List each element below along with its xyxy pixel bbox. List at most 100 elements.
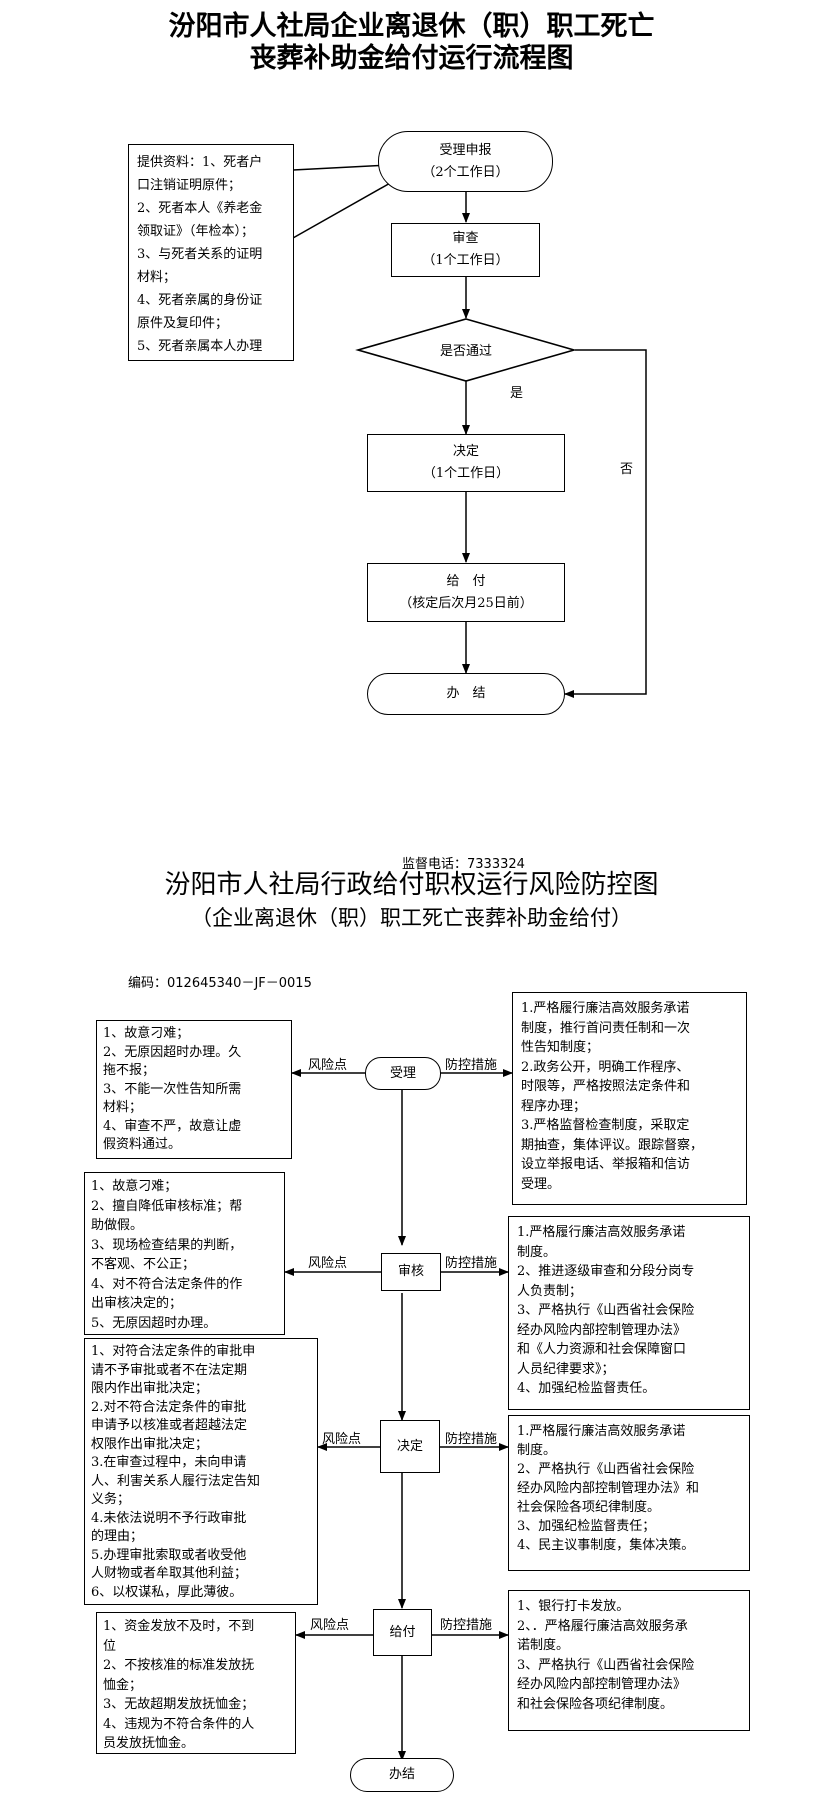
flow1-step-review: 审查 （1个工作日） — [391, 223, 540, 277]
measure-line: 和社会保险各项纪律制度。 — [517, 1696, 674, 1712]
risk-line: 3、不能一次性告知所需 — [103, 1081, 242, 1097]
stage2-node: 审核 — [381, 1253, 441, 1291]
measure-line: 时限等，严格按照法定条件和 — [521, 1079, 691, 1094]
stage1-measures: 1.严格履行廉洁高效服务承诺 制度，推行首问责任制和一次 性告知制度； 2.政务… — [512, 992, 747, 1205]
measure-line: 设立举报电话、举报箱和信访 — [521, 1157, 691, 1172]
measure-line: 程序办理； — [521, 1098, 587, 1114]
yes-label: 是 — [510, 386, 524, 401]
step-name: 受理申报 — [439, 142, 492, 158]
measure-line: 1、银行打卡发放。 — [517, 1599, 630, 1614]
stage-name: 给付 — [389, 1624, 416, 1640]
decision-diamond — [355, 318, 577, 382]
decision-label: 是否通过 — [439, 344, 492, 359]
risk-line: 材料； — [103, 1100, 143, 1115]
measure-line: 1.严格履行廉洁高效服务承诺 — [521, 1001, 690, 1016]
risk-line: 4、违规为不符合条件的人 — [103, 1716, 255, 1732]
measure-line: 人员纪律要求》； — [517, 1361, 615, 1377]
stage-name: 受理 — [389, 1065, 416, 1081]
material-line: 2、死者本人《养老金 — [137, 201, 263, 216]
measure-line: 制度。 — [517, 1244, 557, 1260]
measure-line: 4、民主议事制度，集体决策。 — [517, 1538, 695, 1553]
measure-label: 防控措施 — [445, 1058, 498, 1073]
measure-label: 防控措施 — [445, 1256, 498, 1271]
flow1-end: 办 结 — [367, 673, 565, 715]
risk-line: 助做假。 — [91, 1218, 144, 1233]
flow1-step-pay: 给 付 （核定后次月25日前） — [367, 563, 565, 622]
risk-line: 6、以权谋私，厚此薄彼。 — [91, 1584, 243, 1600]
risk-line: 4、对不符合法定条件的作 — [91, 1276, 243, 1292]
material-line: 4、死者亲属的身份证 — [137, 293, 263, 308]
material-line: 材料； — [137, 270, 177, 285]
risk-line: 人、利害关系人履行法定告知 — [91, 1473, 261, 1489]
measure-line: 3.严格监督检查制度，采取定 — [521, 1118, 690, 1133]
risk-line: 5.办理审批索取或者收受他 — [91, 1547, 247, 1563]
risk-line: 2、无原因超时办理。久 — [103, 1044, 242, 1060]
measure-line: 3、严格执行《山西省社会保险 — [517, 1303, 695, 1318]
measure-line: 3、加强纪检监督责任； — [517, 1519, 656, 1534]
measure-line: 1.严格履行廉洁高效服务承诺 — [517, 1424, 686, 1439]
stage3-risks: 1、对符合法定条件的审批申 请不予审批或者不在法定期 限内作出审批决定； 2.对… — [84, 1338, 318, 1605]
risk-line: 义务； — [91, 1492, 131, 1507]
risk-point-label: 风险点 — [308, 1058, 348, 1073]
measure-line: 4、加强纪检监督责任。 — [517, 1381, 656, 1396]
measure-line: 人负责制； — [517, 1283, 583, 1299]
risk-line: 位 — [103, 1638, 117, 1654]
supervision-phone: 监督电话：7333324 — [402, 857, 525, 872]
risk-line: 恤金； — [103, 1677, 143, 1693]
risk-line: 1、故意刁难； — [91, 1179, 178, 1194]
risk-line: 3.在审查过程中，未向申请 — [91, 1455, 247, 1470]
measure-line: 2、推进逐级审查和分段分岗专 — [517, 1264, 695, 1279]
material-line: 领取证》（年检本）； — [137, 224, 255, 239]
material-line: 原件及复印件； — [137, 316, 229, 331]
measure-line: 受理。 — [521, 1176, 561, 1192]
flow1-title-line2: 丧葬补助金给付运行流程图 — [249, 43, 574, 74]
risk-line: 限内作出审批决定； — [91, 1381, 209, 1396]
material-line: 3、与死者关系的证明 — [137, 247, 263, 262]
risk-line: 4.未依法说明不予行政审批 — [91, 1510, 247, 1526]
measure-line: 社会保险各项纪律制度。 — [517, 1500, 661, 1515]
step-name: 决定 — [452, 444, 479, 459]
risk-line: 的理由； — [91, 1529, 144, 1544]
risk-line: 1、故意刁难； — [103, 1026, 190, 1041]
measure-line: 期抽查，集体评议。跟踪督察， — [521, 1137, 704, 1153]
risk-line: 拖不报； — [103, 1063, 156, 1078]
stage-name: 审核 — [397, 1264, 424, 1279]
end-label: 办结 — [388, 1767, 415, 1782]
measure-line: 1.严格履行廉洁高效服务承诺 — [517, 1225, 686, 1240]
stage4-risks: 1、资金发放不及时，不到 位 2、不按核准的标准发放抚 恤金； 3、无故超期发放… — [96, 1612, 296, 1754]
risk-point-label: 风险点 — [308, 1256, 348, 1271]
stage4-measures: 1、银行打卡发放。 2、．严格履行廉洁高效服务承 诺制度。 3、严格执行《山西省… — [508, 1590, 750, 1731]
risk-point-label: 风险点 — [310, 1618, 350, 1633]
risk-line: 1、资金发放不及时，不到 — [103, 1619, 255, 1634]
stage1-risks: 1、故意刁难； 2、无原因超时办理。久 拖不报； 3、不能一次性告知所需 材料；… — [96, 1020, 292, 1159]
risk-line: 出审核决定的； — [91, 1296, 183, 1311]
measure-line: 2.政务公开，明确工作程序、 — [521, 1059, 690, 1075]
no-label: 否 — [620, 462, 634, 477]
risk-line: 人财物或者牟取其他利益； — [91, 1566, 248, 1581]
flow1-step-decide: 决定 （1个工作日） — [367, 434, 565, 492]
risk-line: 3、现场检查结果的判断， — [91, 1237, 243, 1253]
risk-line: 1、对符合法定条件的审批申 — [91, 1344, 256, 1359]
stage2-measures: 1.严格履行廉洁高效服务承诺 制度。 2、推进逐级审查和分段分岗专 人负责制； … — [508, 1216, 750, 1410]
flow2-title: 汾阳市人社局行政给付职权运行风险防控图 — [164, 870, 659, 900]
stage2-risks: 1、故意刁难； 2、擅自降低审核标准；帮 助做假。 3、现场检查结果的判断， 不… — [84, 1172, 285, 1335]
risk-line: 请不予审批或者不在法定期 — [91, 1362, 248, 1378]
measure-line: 经办风险内部控制管理办法》 — [517, 1677, 687, 1692]
step-name: 给 付 — [446, 573, 486, 589]
materials-box: 提供资料：1、死者户 口注销证明原件； 2、死者本人《养老金 领取证》（年检本）… — [128, 144, 294, 361]
step-time: （2个工作日） — [422, 164, 509, 180]
stage3-node: 决定 — [380, 1420, 440, 1473]
measure-line: 制度。 — [517, 1443, 557, 1458]
material-line: 提供资料：1、死者户 — [137, 155, 263, 170]
stage3-measures: 1.严格履行廉洁高效服务承诺 制度。 2、严格执行《山西省社会保险 经办风险内部… — [508, 1415, 750, 1571]
flow2-subtitle: （企业离退休（职）职工死亡丧葬补助金给付） — [191, 906, 632, 930]
measure-line: 和《人力资源和社会保障窗口 — [517, 1342, 687, 1357]
measure-line: 性告知制度； — [521, 1040, 600, 1055]
measure-line: 2、．严格履行廉洁高效服务承 — [517, 1618, 688, 1634]
measure-line: 2、严格执行《山西省社会保险 — [517, 1462, 695, 1477]
risk-point-label: 风险点 — [322, 1432, 362, 1447]
step-name: 审查 — [452, 231, 479, 246]
risk-line: 2、不按核准的标准发放抚 — [103, 1658, 255, 1673]
flow2-end: 办结 — [350, 1758, 454, 1792]
